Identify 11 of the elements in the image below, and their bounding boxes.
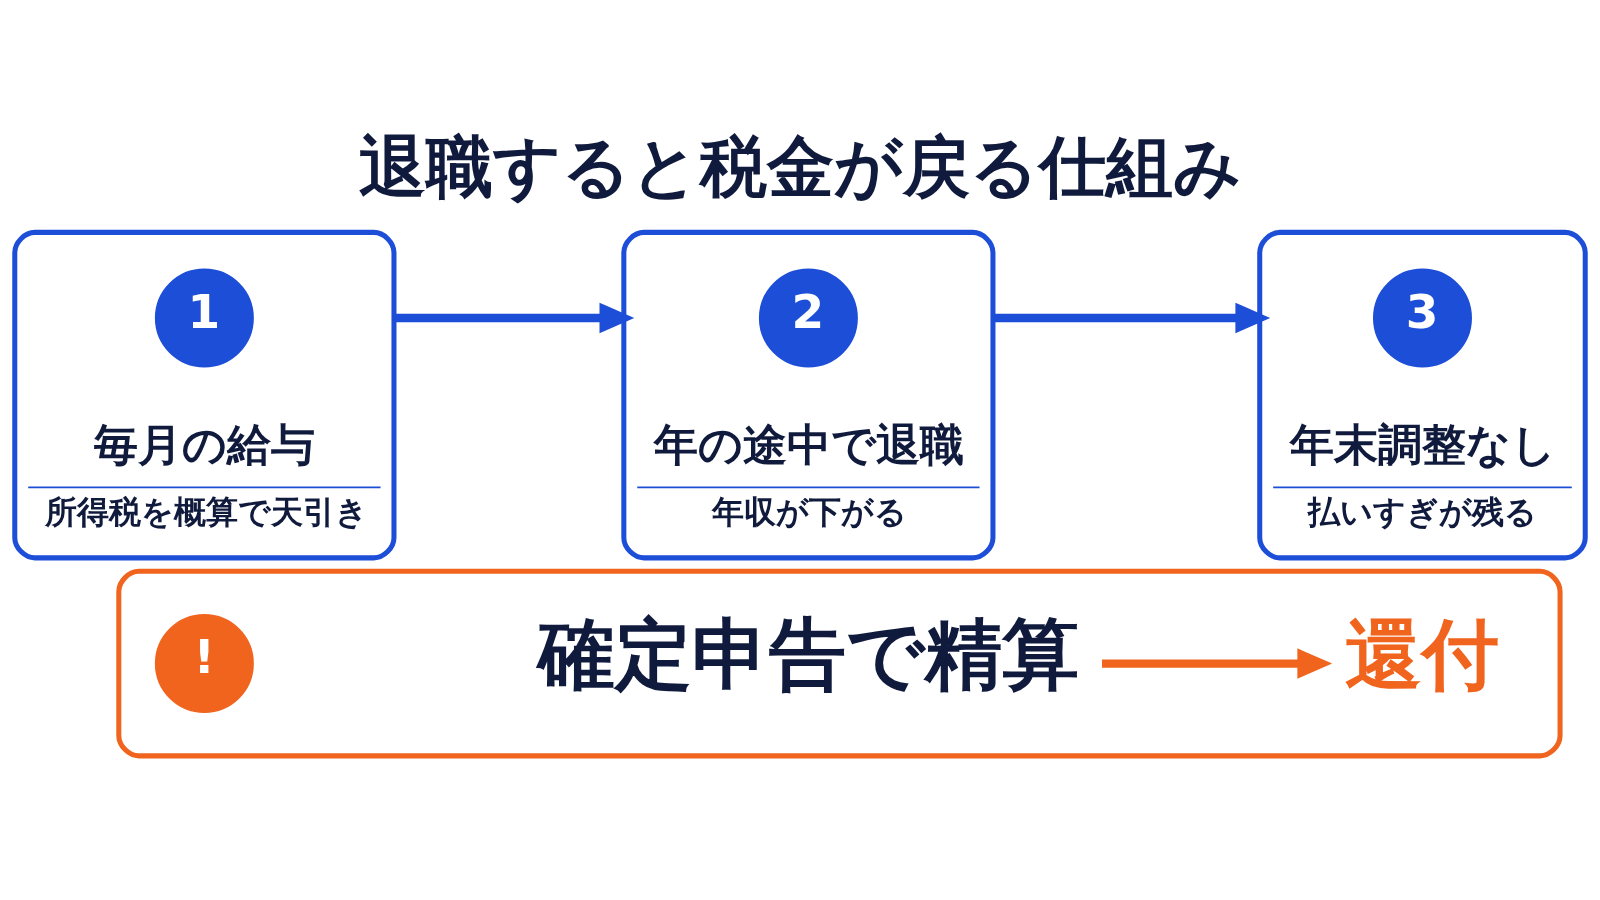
node-circle: 3: [1373, 267, 1472, 367]
arrow: [393, 302, 635, 333]
node-text: 確定申告で精算: [538, 608, 1080, 699]
node-circle: 1: [154, 267, 254, 367]
arrow: [992, 302, 1271, 333]
node-circle: 2: [758, 267, 858, 367]
arrow: [1102, 647, 1333, 679]
diagram-title: 退職すると税金が戻る仕組み: [358, 127, 1242, 206]
cluster: [116, 568, 1563, 758]
node-circle: !: [154, 613, 254, 713]
node-text: 還付: [1345, 608, 1500, 699]
